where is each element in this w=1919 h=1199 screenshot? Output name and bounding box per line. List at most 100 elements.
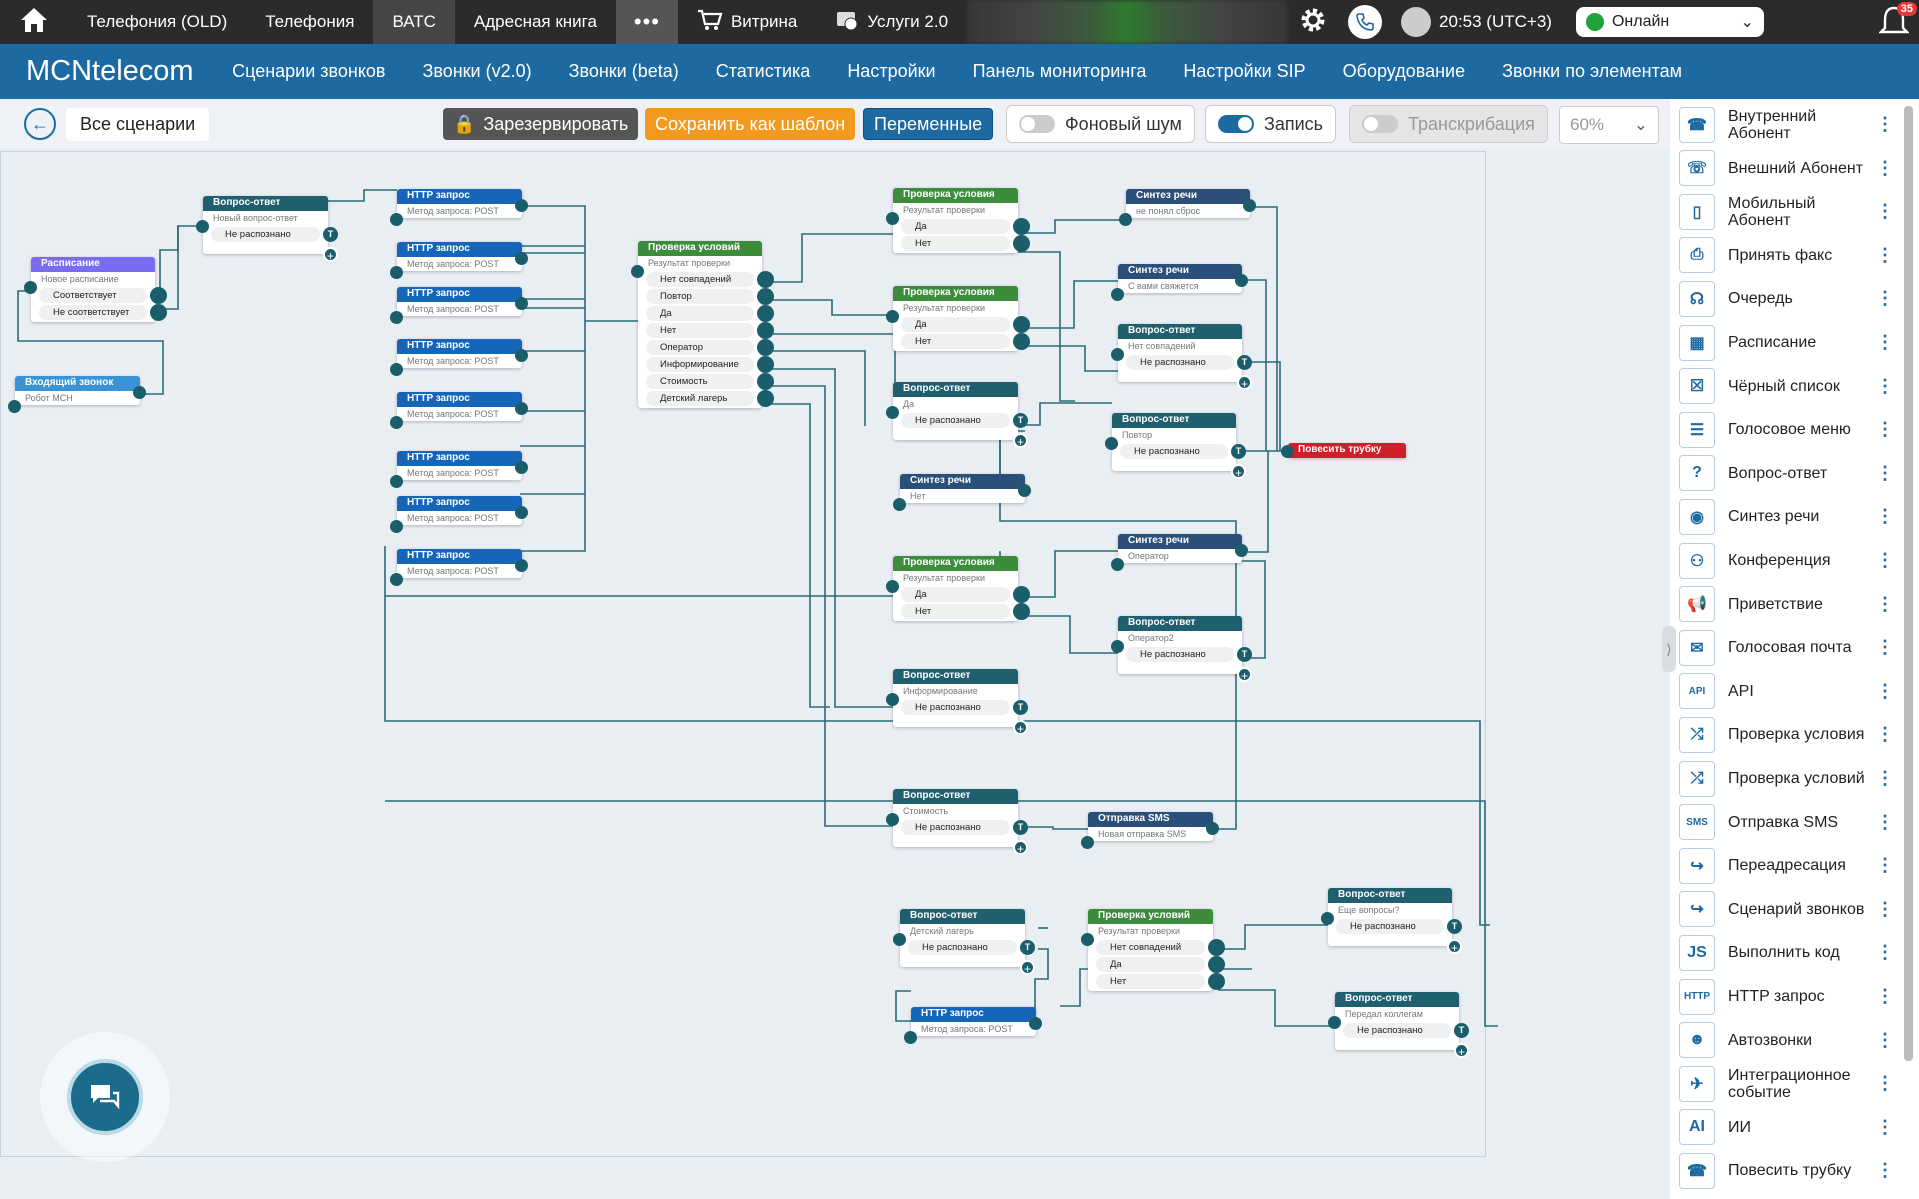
kebab-menu-icon[interactable]: ⋮ bbox=[1876, 768, 1894, 788]
chat-widget-button[interactable] bbox=[40, 1032, 170, 1162]
output-port[interactable]: T bbox=[1231, 444, 1246, 459]
palette-item-call-scenario[interactable]: ↪Сценарий звонков⋮ bbox=[1670, 888, 1919, 931]
output-port[interactable]: T bbox=[1013, 820, 1028, 835]
input-port[interactable] bbox=[1081, 933, 1094, 946]
nav-services[interactable]: Услуги 2.0 bbox=[816, 0, 967, 44]
add-branch-button[interactable]: + bbox=[1020, 960, 1035, 976]
palette-item-external-subscriber[interactable]: ☏Внешний Абонент⋮ bbox=[1670, 147, 1919, 190]
kebab-menu-icon[interactable]: ⋮ bbox=[1876, 593, 1894, 614]
input-port[interactable] bbox=[390, 363, 403, 376]
notifications-button[interactable]: 35 bbox=[1878, 2, 1917, 38]
kebab-menu-icon[interactable]: ⋮ bbox=[1876, 157, 1894, 178]
kebab-menu-icon[interactable]: ⋮ bbox=[1876, 1029, 1894, 1050]
output-port[interactable] bbox=[515, 252, 528, 265]
output-port[interactable] bbox=[515, 402, 528, 415]
output-port[interactable] bbox=[515, 461, 528, 474]
input-port[interactable] bbox=[1119, 213, 1132, 226]
output-port[interactable] bbox=[1243, 199, 1256, 212]
input-port[interactable] bbox=[390, 213, 403, 226]
input-port[interactable] bbox=[1328, 1016, 1341, 1029]
output-port[interactable] bbox=[515, 297, 528, 310]
input-port[interactable] bbox=[1081, 836, 1094, 849]
user-menu[interactable]: 20:53 (UTC+3) bbox=[1391, 0, 1562, 44]
input-port[interactable] bbox=[1111, 348, 1124, 361]
input-port[interactable] bbox=[1321, 912, 1334, 925]
add-branch-button[interactable]: + bbox=[1237, 375, 1252, 391]
output-port[interactable] bbox=[1018, 484, 1031, 497]
output-port[interactable] bbox=[1013, 603, 1030, 620]
add-branch-button[interactable]: + bbox=[1013, 433, 1028, 449]
add-branch-button[interactable]: + bbox=[1231, 464, 1246, 480]
output-port[interactable] bbox=[515, 349, 528, 362]
output-port[interactable] bbox=[1235, 544, 1248, 557]
input-port[interactable] bbox=[886, 813, 899, 826]
record-toggle[interactable]: Запись bbox=[1205, 105, 1337, 143]
output-port[interactable] bbox=[1013, 333, 1030, 350]
kebab-menu-icon[interactable]: ⋮ bbox=[1876, 375, 1894, 396]
output-port[interactable]: T bbox=[1237, 647, 1252, 662]
input-port[interactable] bbox=[893, 933, 906, 946]
output-port[interactable] bbox=[1013, 235, 1030, 252]
palette-item-mobile-subscriber[interactable]: ▯Мобильный Абонент⋮ bbox=[1670, 190, 1919, 233]
variables-button[interactable]: Переменные bbox=[863, 108, 994, 140]
breadcrumb[interactable]: Все сценарии bbox=[66, 107, 210, 141]
palette-item-integration-event[interactable]: ✈Интеграционное событие⋮ bbox=[1670, 1062, 1919, 1105]
bg-noise-toggle[interactable]: Фоновый шум bbox=[1006, 105, 1195, 143]
input-port[interactable] bbox=[904, 1031, 917, 1044]
transcription-toggle[interactable]: Транскрибация bbox=[1349, 105, 1548, 143]
palette-item-conference[interactable]: ⚇Конференция⋮ bbox=[1670, 539, 1919, 582]
output-port[interactable] bbox=[757, 390, 774, 407]
input-port[interactable] bbox=[390, 311, 403, 324]
add-branch-button[interactable]: + bbox=[1237, 667, 1252, 683]
nav-telephony-old[interactable]: Телефония (OLD) bbox=[87, 12, 228, 31]
nav-telephony[interactable]: Телефония bbox=[265, 12, 355, 31]
palette-item-conditions-check[interactable]: ⤮Проверка условий⋮ bbox=[1670, 757, 1919, 800]
output-port[interactable] bbox=[757, 373, 774, 390]
input-port[interactable] bbox=[886, 580, 899, 593]
kebab-menu-icon[interactable]: ⋮ bbox=[1876, 332, 1894, 352]
input-port[interactable] bbox=[390, 573, 403, 586]
back-button[interactable]: ← bbox=[24, 108, 56, 140]
output-port[interactable]: T bbox=[1454, 1023, 1469, 1038]
output-port[interactable] bbox=[1013, 586, 1030, 603]
kebab-menu-icon[interactable]: ⋮ bbox=[1876, 288, 1894, 309]
output-port[interactable]: T bbox=[1013, 413, 1028, 428]
input-port[interactable] bbox=[390, 475, 403, 488]
kebab-menu-icon[interactable]: ⋮ bbox=[1876, 1116, 1894, 1137]
input-port[interactable] bbox=[390, 416, 403, 429]
sidebar-scrollbar[interactable] bbox=[1904, 106, 1913, 1061]
palette-item-speech-synthesis[interactable]: ◉Синтез речи⋮ bbox=[1670, 495, 1919, 538]
input-port[interactable] bbox=[24, 281, 37, 294]
output-port[interactable] bbox=[1208, 956, 1225, 973]
collapse-panel-button[interactable]: ⟩ bbox=[1662, 626, 1676, 672]
kebab-menu-icon[interactable]: ⋮ bbox=[1876, 1073, 1894, 1094]
palette-item-greeting[interactable]: 📢Приветствие⋮ bbox=[1670, 583, 1919, 626]
output-port[interactable] bbox=[757, 339, 774, 356]
output-port[interactable] bbox=[515, 559, 528, 572]
output-port[interactable] bbox=[150, 287, 167, 304]
kebab-menu-icon[interactable]: ⋮ bbox=[1876, 462, 1894, 483]
input-port[interactable] bbox=[631, 265, 644, 278]
output-port[interactable] bbox=[1208, 973, 1225, 990]
output-port[interactable] bbox=[757, 288, 774, 305]
kebab-menu-icon[interactable]: ⋮ bbox=[1876, 114, 1894, 134]
nav-vats[interactable]: ВАТС bbox=[373, 0, 455, 44]
palette-item-question-answer[interactable]: ?Вопрос-ответ⋮ bbox=[1670, 452, 1919, 495]
